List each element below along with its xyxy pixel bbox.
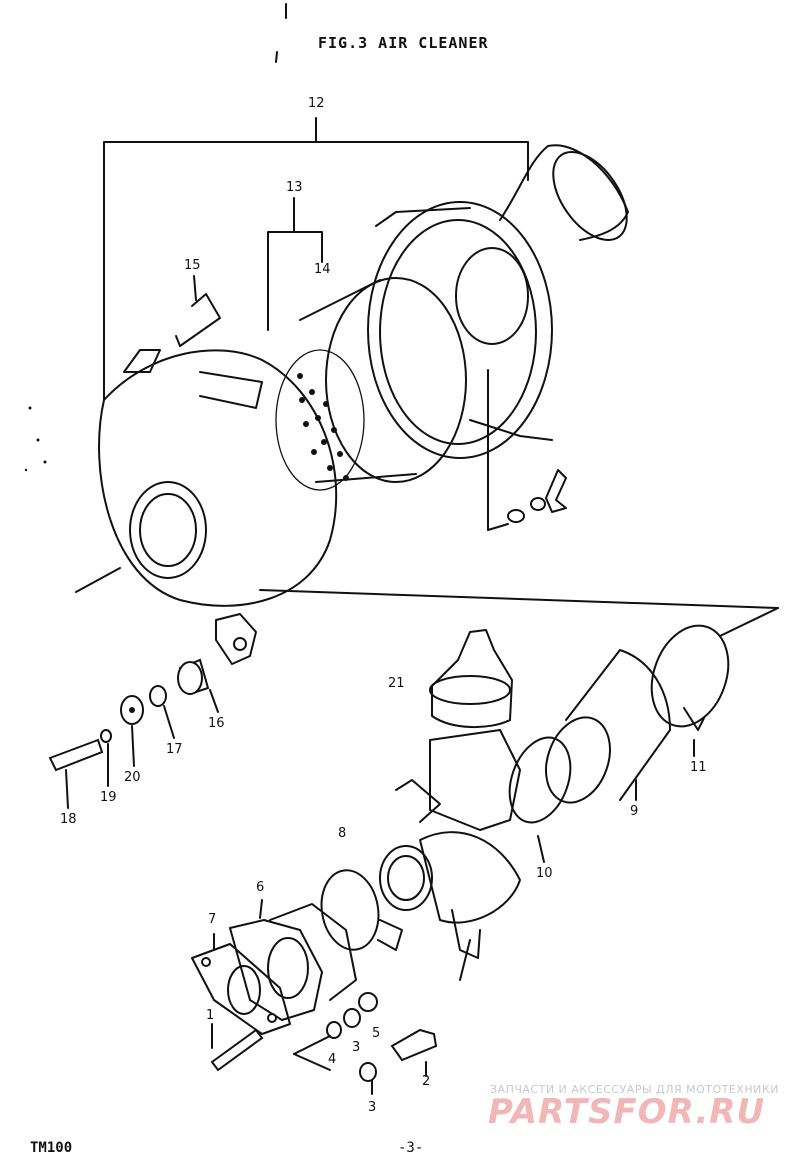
cover-clip bbox=[123, 275, 221, 373]
fasteners bbox=[210, 992, 438, 1095]
model-label: TM100 bbox=[30, 1140, 73, 1156]
watermark-tagline: ЗАПЧАСТИ И АКСЕССУАРЫ ДЛЯ МОТОТЕХНИКИ bbox=[490, 1083, 779, 1096]
part-number-12: 12 bbox=[308, 96, 325, 111]
watermark-logo: PARTSFOR.RU bbox=[488, 1092, 766, 1132]
part-number-3-upper: 3 bbox=[352, 1040, 361, 1055]
filter-element bbox=[275, 277, 467, 491]
part-number-3-lower: 3 bbox=[368, 1100, 377, 1115]
part-number-1: 1 bbox=[206, 1008, 215, 1023]
part-number-9: 9 bbox=[630, 804, 639, 819]
part-number-17: 17 bbox=[166, 742, 183, 757]
page-number: -3- bbox=[398, 1140, 424, 1156]
part-number-6: 6 bbox=[256, 880, 265, 895]
part-number-7: 7 bbox=[208, 912, 217, 927]
air-cleaner-case bbox=[367, 144, 629, 531]
part-number-11: 11 bbox=[690, 760, 707, 775]
wing-nut-assembly bbox=[507, 469, 567, 523]
figure-title: FIG.3 AIR CLEANER bbox=[318, 34, 489, 52]
part-number-18: 18 bbox=[60, 812, 77, 827]
part-number-20: 20 bbox=[124, 770, 141, 785]
part-number-8: 8 bbox=[338, 826, 347, 841]
part-number-15: 15 bbox=[184, 258, 201, 273]
part-number-16: 16 bbox=[208, 716, 225, 731]
part-number-19: 19 bbox=[100, 790, 117, 805]
carburetor bbox=[379, 629, 521, 981]
part-number-10: 10 bbox=[536, 866, 553, 881]
exploded-divider bbox=[75, 567, 779, 637]
part-number-13: 13 bbox=[286, 180, 303, 195]
group-bracket-12 bbox=[103, 117, 529, 401]
mounting-hardware bbox=[48, 658, 219, 809]
part-number-5: 5 bbox=[372, 1026, 381, 1041]
scan-marks bbox=[24, 3, 287, 472]
part-number-14: 14 bbox=[314, 262, 331, 277]
air-cleaner-cap bbox=[98, 349, 338, 665]
group-bracket-13 bbox=[267, 197, 323, 331]
part-number-4: 4 bbox=[328, 1052, 337, 1067]
hose-and-clamps bbox=[320, 624, 730, 951]
intake-pipe-and-gasket bbox=[191, 899, 357, 1035]
part-number-2: 2 bbox=[422, 1074, 431, 1089]
part-number-21: 21 bbox=[388, 676, 405, 691]
